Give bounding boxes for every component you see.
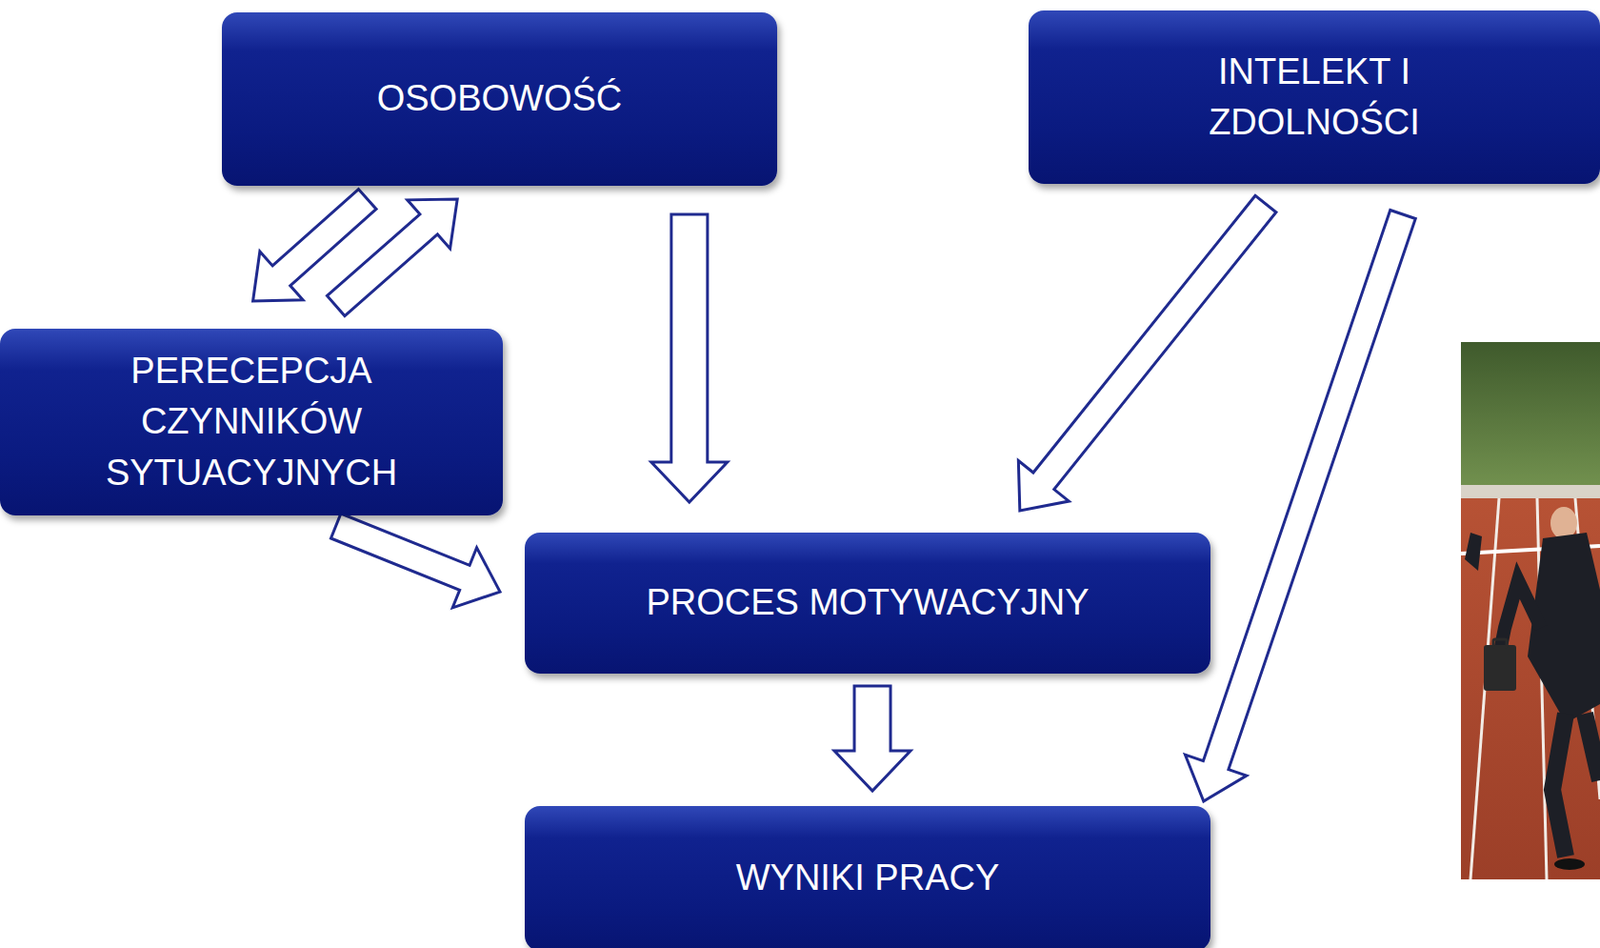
text-stack: PERECEPCJA CZYNNIKÓW SYTUACYJNYCH xyxy=(22,345,480,499)
block-arrow xyxy=(834,685,911,791)
text-stack: INTELEKT I ZDOLNOŚCI xyxy=(1190,46,1439,148)
block-arrow xyxy=(651,214,728,502)
process-box: WYNIKI PRACY xyxy=(524,805,1211,948)
curb xyxy=(1460,484,1600,499)
grass xyxy=(1460,341,1600,485)
box-label: PERECEPCJA CZYNNIKÓW SYTUACYJNYCH xyxy=(22,345,480,499)
runner-photo xyxy=(1460,341,1600,880)
process-box: INTELEKT I ZDOLNOŚCI xyxy=(1028,10,1600,184)
box-label: INTELEKT I ZDOLNOŚCI xyxy=(1190,46,1439,148)
process-box: PERECEPCJA CZYNNIKÓW SYTUACYJNYCH xyxy=(0,328,503,516)
process-box: PROCES MOTYWACYJNY xyxy=(524,532,1211,674)
block-arrow xyxy=(326,199,458,317)
block-arrow xyxy=(330,513,500,608)
track xyxy=(1460,341,1600,880)
runner xyxy=(1464,506,1600,870)
box-label: PROCES MOTYWACYJNY xyxy=(645,577,1089,628)
box-label: OSOBOWOŚĆ xyxy=(377,73,623,124)
block-arrow xyxy=(1018,195,1277,511)
box-label: WYNIKI PRACY xyxy=(736,852,1000,903)
block-arrow xyxy=(1184,209,1416,801)
text-stack: PROCES MOTYWACYJNY xyxy=(645,577,1089,628)
text-stack: WYNIKI PRACY xyxy=(736,852,1000,903)
lane-lines xyxy=(1470,498,1600,880)
process-box: OSOBOWOŚĆ xyxy=(221,12,778,186)
text-stack: OSOBOWOŚĆ xyxy=(377,73,623,124)
